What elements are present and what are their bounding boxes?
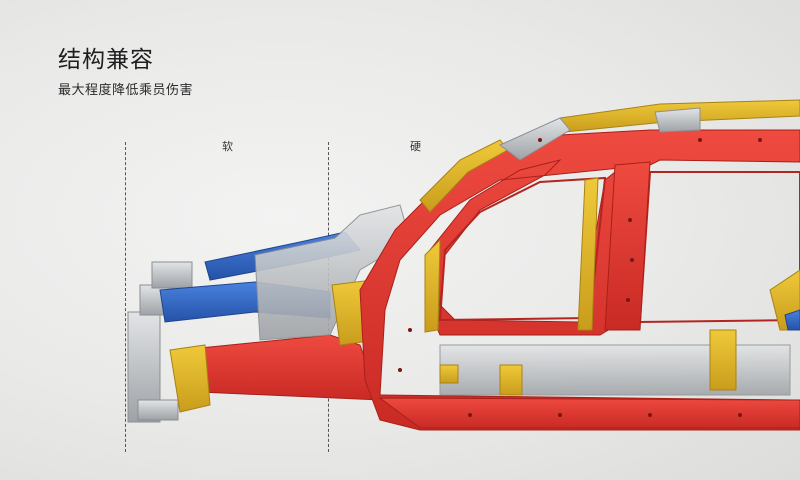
slide-title: 结构兼容 bbox=[58, 47, 154, 73]
b-pillar bbox=[604, 161, 651, 331]
rear-blue-part bbox=[784, 309, 800, 331]
front-lower-rail bbox=[179, 334, 381, 401]
floor-crossmember-2 bbox=[709, 329, 737, 391]
roof-bow bbox=[654, 107, 701, 133]
floor-pan bbox=[439, 344, 791, 396]
soft-zone-left-boundary bbox=[125, 142, 126, 452]
floor-crossmember-1 bbox=[499, 364, 523, 396]
b-pillar-inner bbox=[577, 177, 599, 331]
windshield-header bbox=[499, 117, 571, 161]
front-yellow-bracket bbox=[169, 344, 211, 413]
a-pillar-inner bbox=[424, 238, 441, 333]
slide-subtitle: 最大程度降低乘员伤害 bbox=[58, 83, 194, 98]
rocker-sill bbox=[378, 397, 800, 429]
floor-bracket bbox=[439, 364, 459, 384]
hard-zone-label: 硬 bbox=[410, 140, 421, 153]
weld-points bbox=[398, 138, 762, 417]
soft-zone-label: 软 bbox=[222, 140, 233, 153]
